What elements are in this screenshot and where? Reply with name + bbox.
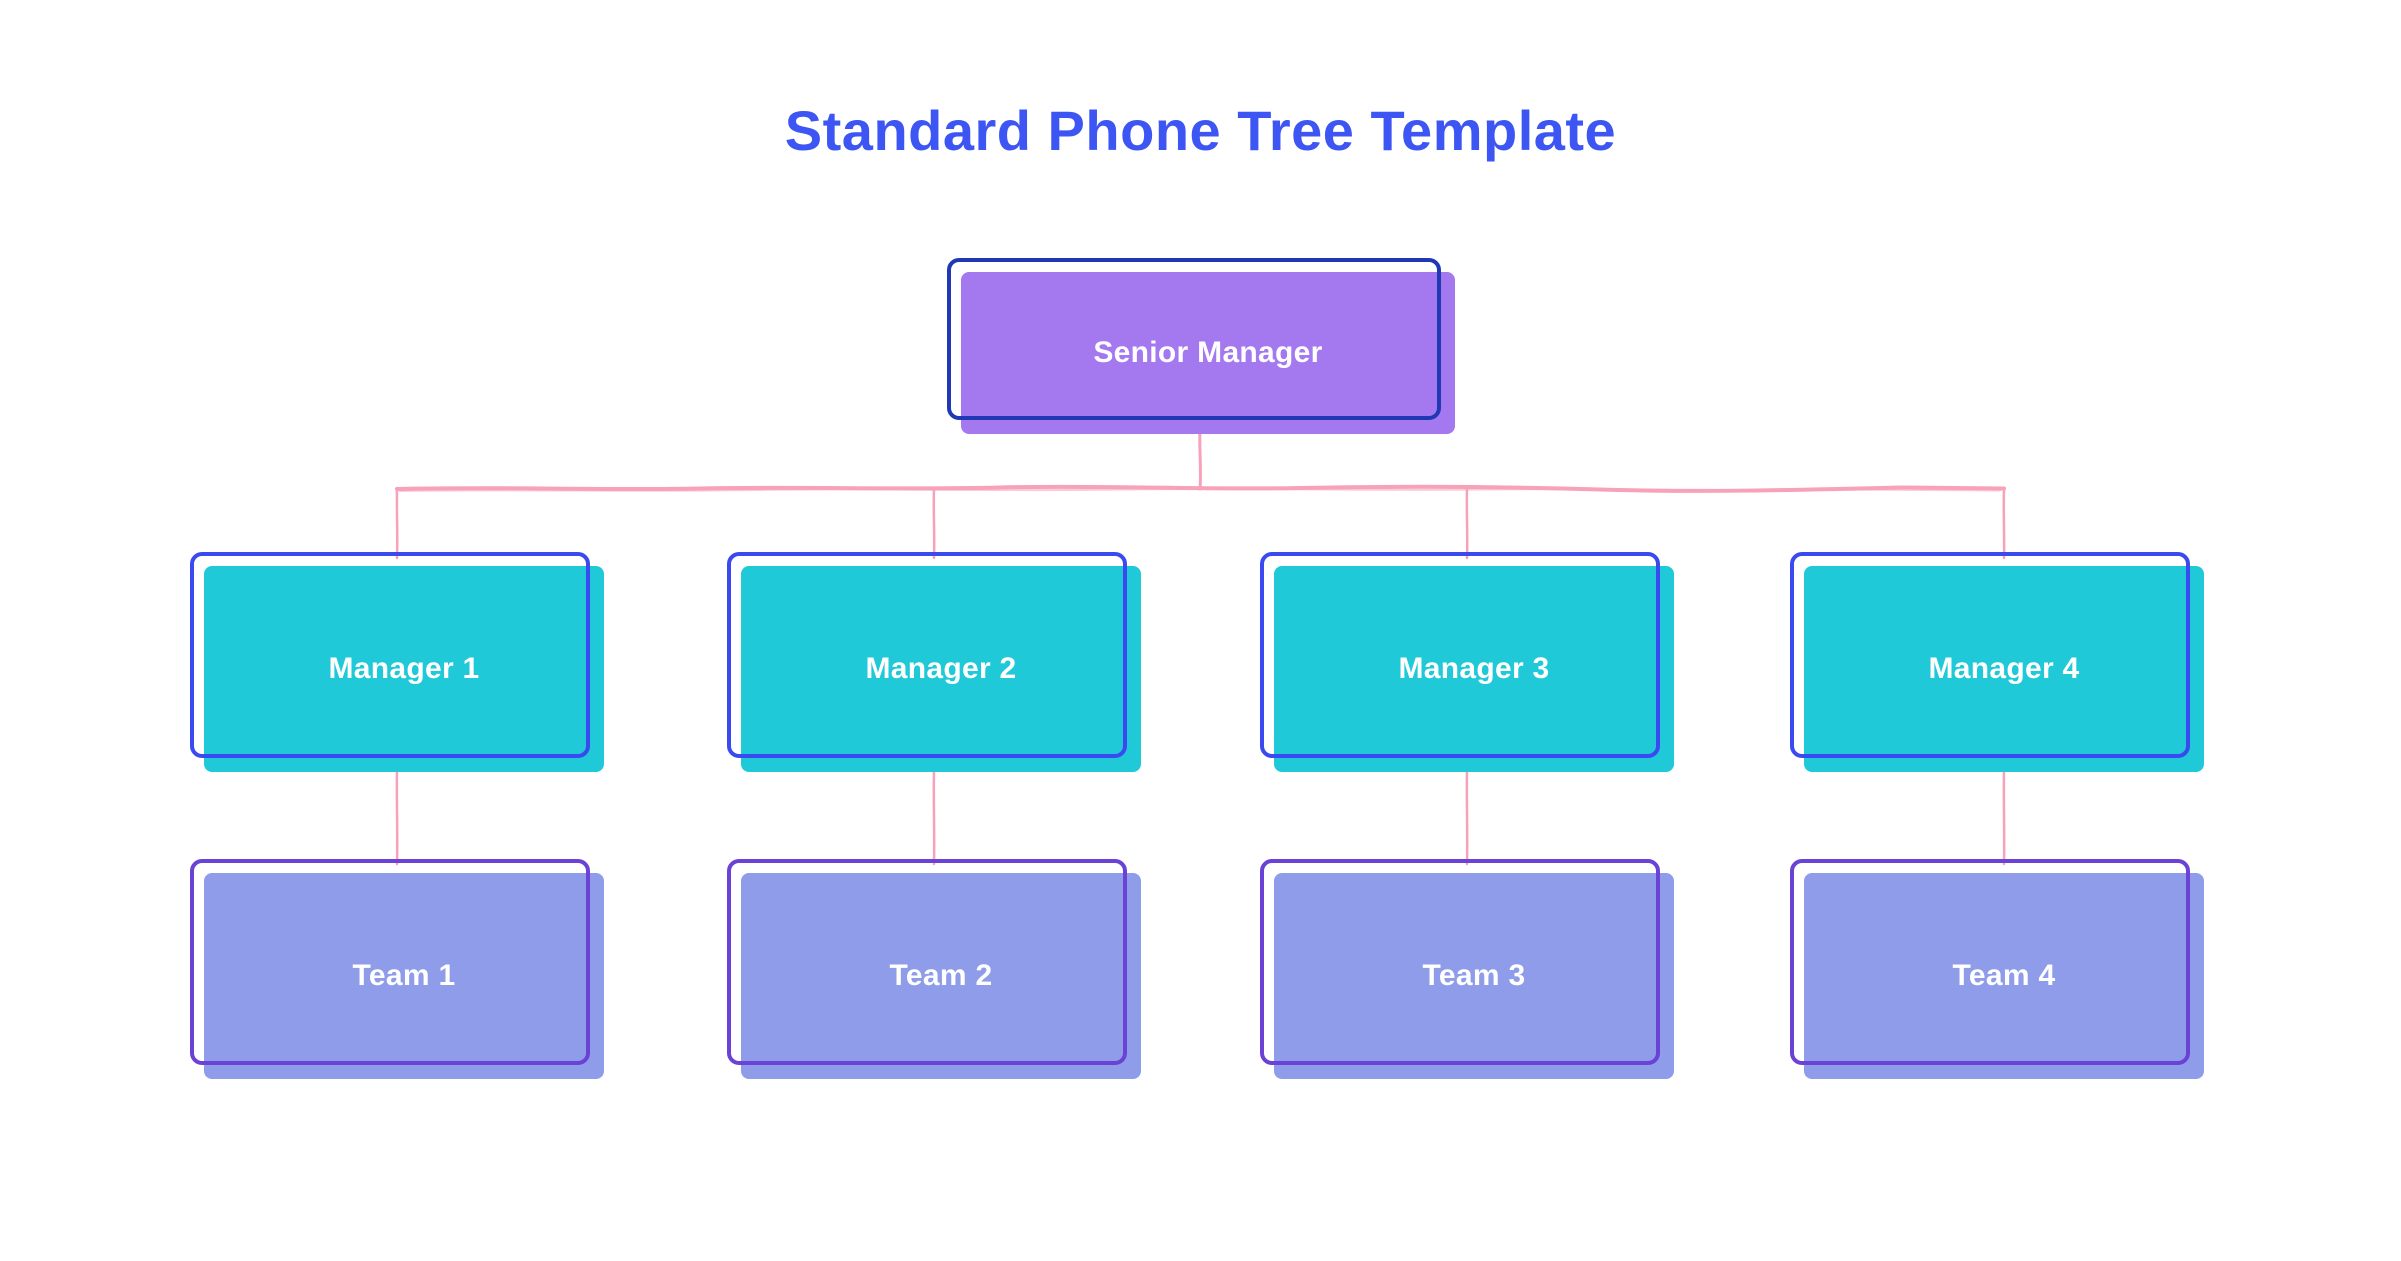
node-label: Team 2 bbox=[889, 959, 993, 992]
node-outline bbox=[947, 258, 1441, 420]
node-label: Manager 4 bbox=[1928, 652, 2080, 685]
node-fill: Senior Manager bbox=[961, 272, 1455, 434]
node-label: Manager 2 bbox=[865, 652, 1017, 685]
node-fill: Manager 1 bbox=[204, 566, 604, 772]
node-outline bbox=[1260, 552, 1660, 758]
node-team-1[interactable]: Team 1 bbox=[190, 859, 604, 1079]
node-fill: Manager 3 bbox=[1274, 566, 1674, 772]
node-outline bbox=[190, 552, 590, 758]
node-fill: Team 4 bbox=[1804, 873, 2204, 1079]
node-label: Manager 3 bbox=[1398, 652, 1550, 685]
node-fill: Team 1 bbox=[204, 873, 604, 1079]
node-senior-manager[interactable]: Senior Manager bbox=[947, 258, 1455, 434]
node-outline bbox=[190, 859, 590, 1065]
node-outline bbox=[727, 859, 1127, 1065]
node-team-3[interactable]: Team 3 bbox=[1260, 859, 1674, 1079]
node-outline bbox=[1790, 552, 2190, 758]
node-fill: Manager 2 bbox=[741, 566, 1141, 772]
node-fill: Team 2 bbox=[741, 873, 1141, 1079]
node-outline bbox=[1260, 859, 1660, 1065]
node-outline bbox=[727, 552, 1127, 758]
node-fill: Team 3 bbox=[1274, 873, 1674, 1079]
node-label: Team 3 bbox=[1422, 959, 1526, 992]
node-team-4[interactable]: Team 4 bbox=[1790, 859, 2204, 1079]
node-label: Team 4 bbox=[1952, 959, 2056, 992]
page-title: Standard Phone Tree Template bbox=[784, 98, 1617, 162]
node-manager-4[interactable]: Manager 4 bbox=[1790, 552, 2204, 772]
node-manager-2[interactable]: Manager 2 bbox=[727, 552, 1141, 772]
node-label: Team 1 bbox=[352, 959, 456, 992]
node-manager-3[interactable]: Manager 3 bbox=[1260, 552, 1674, 772]
node-fill: Manager 4 bbox=[1804, 566, 2204, 772]
node-team-2[interactable]: Team 2 bbox=[727, 859, 1141, 1079]
node-label: Manager 1 bbox=[328, 652, 480, 685]
node-outline bbox=[1790, 859, 2190, 1065]
node-manager-1[interactable]: Manager 1 bbox=[190, 552, 604, 772]
node-label: Senior Manager bbox=[1093, 336, 1323, 369]
